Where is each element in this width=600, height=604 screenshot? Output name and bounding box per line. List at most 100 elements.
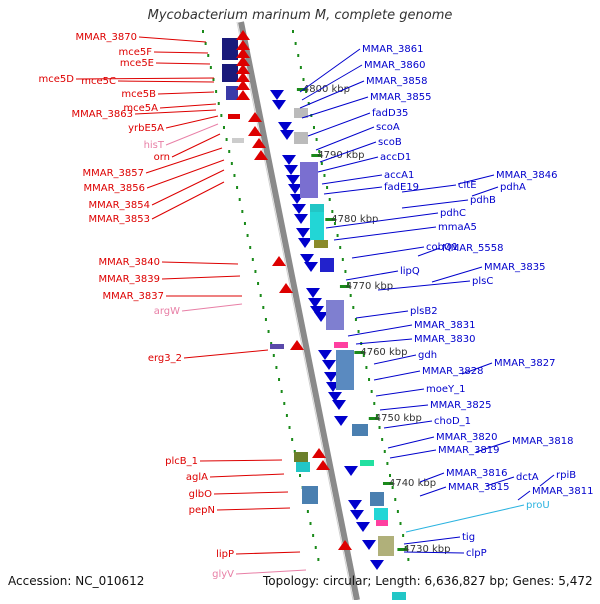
guide-dot-right [407, 558, 410, 561]
left-label-leader [159, 103, 217, 109]
left-gene-label: mce5A [123, 103, 158, 114]
guide-dot-left [207, 54, 210, 57]
guide-dot-left [220, 114, 223, 117]
right-gene-label: accA1 [384, 170, 414, 181]
right-domain-block [392, 592, 406, 600]
left-label-leader [151, 181, 225, 220]
right-gene-arrow [288, 184, 302, 194]
guide-dot-right [404, 546, 407, 549]
right-label-leader [347, 324, 413, 337]
guide-dot-right [305, 90, 308, 93]
guide-dot-left [257, 282, 260, 285]
guide-dot-right [331, 210, 334, 213]
guide-dot-left [228, 150, 231, 153]
guide-dot-right [292, 30, 294, 33]
right-gene-label: rpiB [556, 470, 576, 481]
left-gene-label: mce5E [120, 58, 154, 69]
left-domain-block [296, 462, 310, 472]
left-label-leader [75, 77, 215, 80]
right-label-leader [517, 490, 531, 501]
right-gene-label: moeY_1 [426, 384, 465, 395]
right-domain-block [326, 300, 344, 330]
right-gene-label: MMAR_3828 [422, 366, 484, 377]
right-gene-label: MMAR_3860 [364, 60, 426, 71]
right-label-leader [333, 226, 437, 241]
left-small-block [270, 344, 284, 349]
right-label-leader [301, 64, 363, 101]
kbp-tick-mark [397, 548, 408, 551]
kbp-tick-mark [296, 88, 307, 91]
guide-dot-right [315, 138, 318, 141]
right-label-leader [375, 388, 425, 397]
right-label-leader [387, 436, 435, 449]
kbp-tick-label: 4760 kbp [360, 347, 407, 358]
right-gene-arrow [314, 312, 328, 322]
right-gene-label: MMAR_3825 [430, 400, 492, 411]
guide-dot-left [233, 174, 236, 177]
right-gene-label: MMAR_3820 [436, 432, 498, 443]
left-gene-arrow [236, 56, 250, 66]
right-gene-label: fadD35 [372, 108, 408, 119]
guide-dot-left [270, 342, 273, 345]
guide-dot-right [312, 126, 315, 129]
left-gene-arrow [279, 283, 293, 293]
left-gene-label: lipP [216, 549, 234, 560]
right-gene-label: cobQ1 [426, 242, 458, 253]
right-label-leader [457, 174, 495, 185]
right-label-leader [403, 551, 465, 554]
guide-dot-right [323, 174, 326, 177]
right-label-leader [419, 486, 447, 497]
left-domain-block [294, 452, 308, 462]
right-gene-label: MMAR_3855 [370, 92, 432, 103]
guide-dot-right [399, 522, 402, 525]
guide-dot-left [314, 546, 317, 549]
right-label-leader [355, 338, 413, 345]
right-gene-label: choD_1 [434, 416, 471, 427]
left-gene-label: aglA [186, 472, 208, 483]
left-gene-arrow [236, 64, 250, 74]
right-gene-arrow [286, 175, 300, 185]
left-label-leader [161, 275, 241, 280]
left-label-leader [165, 115, 219, 129]
left-gene-arrow [316, 460, 330, 470]
left-gene-label: MMAR_3870 [76, 32, 138, 43]
right-label-leader [323, 186, 383, 195]
right-domain-block [300, 162, 318, 198]
guide-dot-left [230, 162, 233, 165]
guide-dot-right [333, 222, 336, 225]
right-gene-arrow [296, 228, 310, 238]
guide-dot-right [383, 450, 386, 453]
right-domain-block [336, 350, 354, 390]
kbp-tick-label: 4730 kbp [403, 544, 450, 555]
right-domain-block [376, 520, 388, 526]
right-gene-arrow [370, 560, 384, 570]
right-label-leader [373, 354, 417, 365]
right-gene-label: MMAR_3846 [496, 170, 558, 181]
right-label-leader [319, 141, 377, 163]
right-label-leader [373, 370, 421, 381]
right-label-leader [471, 186, 499, 197]
guide-dot-left [267, 330, 270, 333]
right-gene-label: plsB2 [410, 306, 438, 317]
right-gene-arrow [306, 288, 320, 298]
right-domain-block [352, 424, 368, 436]
left-gene-arrow [236, 48, 250, 58]
guide-dot-right [320, 162, 323, 165]
guide-dot-left [306, 510, 309, 513]
right-gene-label: proU [526, 500, 550, 511]
right-label-leader [307, 112, 371, 137]
left-gene-label: argW [154, 306, 180, 317]
guide-dot-right [368, 378, 371, 381]
left-gene-arrow [338, 540, 352, 550]
left-label-leader [134, 109, 217, 115]
left-gene-arrow [236, 80, 250, 90]
right-gene-label: fadE19 [384, 182, 419, 193]
right-gene-arrow [362, 540, 376, 550]
right-gene-label: clpP [466, 548, 487, 559]
guide-dot-right [349, 294, 352, 297]
guide-dot-right [373, 402, 376, 405]
guide-dot-left [225, 138, 228, 141]
kbp-tick-label: 4740 kbp [389, 478, 436, 489]
right-gene-arrow [272, 100, 286, 110]
left-gene-label: pepN [189, 505, 215, 516]
